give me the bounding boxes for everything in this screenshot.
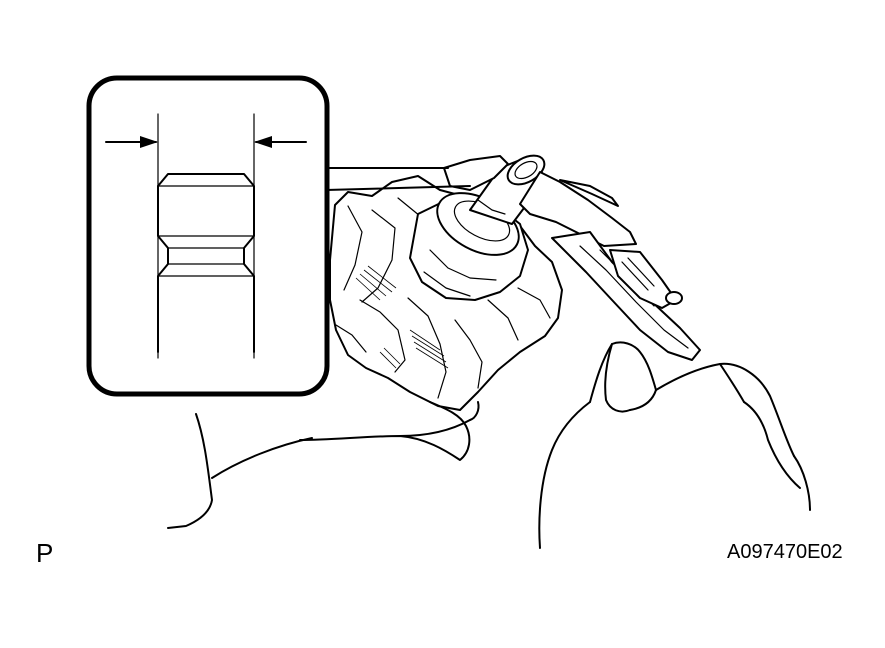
callout-leader: [325, 167, 471, 191]
left-hand: [167, 401, 480, 529]
rotor-component: [329, 154, 563, 411]
figure-code: A097470E02: [727, 541, 843, 563]
right-hand: [538, 341, 811, 549]
vernier-caliper-icon: [443, 155, 701, 361]
detail-inset: [86, 75, 330, 397]
view-mark: P: [36, 538, 54, 568]
